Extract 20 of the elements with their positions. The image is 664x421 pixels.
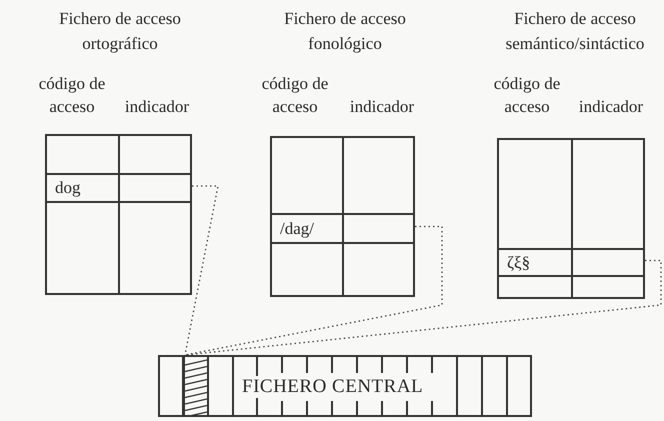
table-row: [270, 213, 415, 244]
file-title: Fichero de acceso semántico/sintáctico: [504, 8, 646, 55]
column-header: indicador: [124, 96, 190, 118]
column-header: código de acceso: [38, 73, 106, 118]
hatched-cell: [183, 357, 209, 415]
access-code: /dag/: [280, 218, 314, 238]
column-header: indicador: [578, 96, 644, 118]
access-code: dog: [55, 178, 80, 198]
column-header: código de acceso: [260, 73, 330, 118]
file-title: Fichero de acceso ortográfico: [58, 8, 182, 55]
table-row: [45, 173, 192, 203]
table-row: [497, 248, 645, 277]
central-file-strip: [158, 355, 532, 417]
access-code: ζξ§: [507, 252, 530, 272]
dotted-leader-line: [184, 260, 662, 356]
file-title: Fichero de acceso fonológico: [283, 8, 407, 55]
column-header: código de acceso: [492, 73, 562, 118]
dotted-leader-line: [184, 185, 219, 356]
column-header: indicador: [348, 96, 416, 118]
dotted-leader-line: [184, 226, 443, 356]
